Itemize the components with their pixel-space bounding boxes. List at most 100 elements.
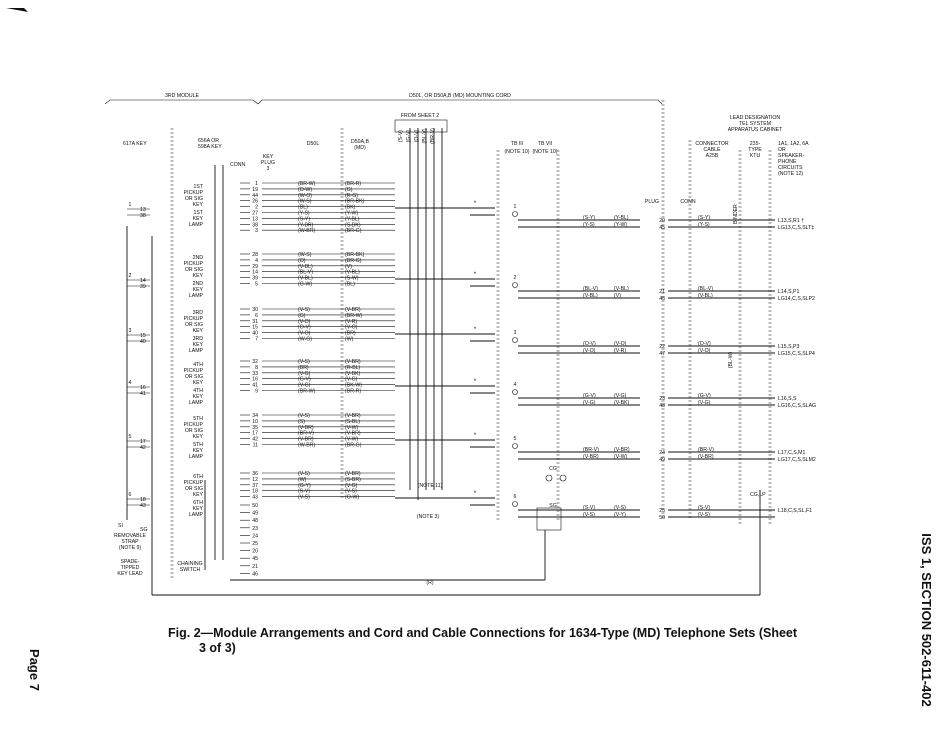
d50l-lead-3-1: (BR) bbox=[298, 365, 309, 371]
tb-num-0: 1 bbox=[514, 204, 517, 210]
d50l-lead-3-2: (V-G) bbox=[298, 371, 311, 377]
d50a-lead-2-1: (BR-W) bbox=[345, 313, 363, 319]
key-num-0: 1 bbox=[129, 202, 132, 208]
plug-lead-5-a: (S-V) bbox=[583, 505, 595, 511]
star-marker-4: * bbox=[474, 432, 477, 439]
extra-pin-7: 45 bbox=[252, 556, 258, 562]
d50l-lead-4-0: (V-S) bbox=[298, 413, 310, 419]
binder-label: BINDER bbox=[733, 204, 739, 224]
pin-0-6: 13 bbox=[252, 216, 258, 222]
d50a-lead-0-6: (Y-BL) bbox=[345, 216, 360, 222]
d50l-lead-0-3: (W-S) bbox=[298, 199, 312, 205]
plug-lead2-5-a: (V-S) bbox=[614, 505, 626, 511]
plug-lead2-2-b: (V-R) bbox=[614, 348, 626, 354]
extra-pin-3: 23 bbox=[252, 526, 258, 532]
d50l-lead-5-4: (V-S) bbox=[298, 495, 310, 501]
conn-pin-2-a: 22 bbox=[659, 344, 665, 350]
plug-lead-3-b: (V-G) bbox=[583, 400, 596, 406]
pin-2-3: 15 bbox=[252, 325, 258, 331]
tb-terminal-5 bbox=[512, 501, 518, 507]
key-pin-3-b: 41 bbox=[140, 391, 146, 397]
d50a-lead-0-1: (G) bbox=[345, 187, 353, 193]
plug-lead2-0-b: (Y-W) bbox=[614, 222, 627, 228]
key-pin-0-a: 13 bbox=[140, 207, 146, 213]
cab-lead-5-b: (V-S) bbox=[698, 512, 710, 518]
pin-2-2: 31 bbox=[252, 319, 258, 325]
extra-pin-9: 46 bbox=[252, 571, 258, 577]
bl-w-label: (BL-W) bbox=[728, 352, 734, 369]
d50a-lead-5-1: (S-BR) bbox=[345, 477, 361, 483]
conn-pin-0-b: 45 bbox=[659, 225, 665, 231]
d50a-lead-0-2: (R-G) bbox=[345, 193, 358, 199]
key-num-3: 4 bbox=[129, 380, 132, 386]
extra-pin-6: 20 bbox=[252, 549, 258, 555]
designation-5-0: L18,C,S,SL,F1 bbox=[778, 508, 812, 514]
designation-3-0: L16,S,S bbox=[778, 396, 797, 402]
tb-num-3: 4 bbox=[514, 382, 517, 388]
tb-terminal-0 bbox=[512, 211, 518, 217]
d50a-lead-4-1: (S-BL) bbox=[345, 419, 360, 425]
star-marker-0: * bbox=[474, 200, 477, 207]
d50a-lead-3-3: (V-G) bbox=[345, 377, 358, 383]
si-label: SI bbox=[118, 523, 123, 529]
r-label: (R) bbox=[426, 580, 433, 586]
d50l-lead-3-4: (V-G) bbox=[298, 383, 311, 389]
key-num-4: 5 bbox=[129, 434, 132, 440]
pin-3-1: 8 bbox=[255, 365, 258, 371]
d50a-lead-4-3: (V-BR) bbox=[345, 431, 361, 437]
key-pin-5-b: 43 bbox=[140, 503, 146, 509]
pin-0-5: 27 bbox=[252, 211, 258, 217]
cab-lead-0-b: (Y-S) bbox=[698, 222, 710, 228]
cab-lead-4-b: (V-BR) bbox=[698, 454, 714, 460]
d50a-lead-0-8: (BR-G) bbox=[345, 228, 362, 234]
d50ab-label: D50A,B(MD) bbox=[351, 139, 369, 151]
d50a-lead-2-5: (W) bbox=[345, 337, 354, 343]
cab-lead-4-a: (BR-V) bbox=[698, 447, 714, 453]
d50l-lead-1-5: (G-W) bbox=[298, 282, 312, 288]
tb-num-4: 5 bbox=[514, 436, 517, 442]
key-617a-label: 617A KEY bbox=[123, 141, 147, 147]
plug-lead-1-a: (BL-V) bbox=[583, 286, 598, 292]
conn-pin-4-b: 49 bbox=[659, 457, 665, 463]
pin-5-4: 43 bbox=[252, 495, 258, 501]
d50a-lead-1-2: (V) bbox=[345, 264, 352, 270]
extra-pin-0: 50 bbox=[252, 503, 258, 509]
plug-lead-5-b: (V-S) bbox=[583, 512, 595, 518]
sg-label: SG bbox=[549, 503, 557, 509]
cab-lead-3-b: (V-G) bbox=[698, 400, 711, 406]
designation-3-1: LG16,C,S,SLAG bbox=[778, 403, 816, 409]
pin-3-0: 32 bbox=[252, 359, 258, 365]
pin-0-2: 44 bbox=[252, 193, 258, 199]
plug-lead2-3-b: (V-BK) bbox=[614, 400, 630, 406]
d50l-lead-5-0: (V-S) bbox=[298, 471, 310, 477]
conn-pin-1-b: 46 bbox=[659, 296, 665, 302]
sg-small-label: SG bbox=[140, 527, 148, 533]
plug-lead2-1-b: (V) bbox=[614, 293, 621, 299]
note3-label: (NOTE 3) bbox=[417, 514, 439, 520]
d50l-lead-4-5: (W-BR) bbox=[298, 443, 315, 449]
designation-2-0: L15,S,P3 bbox=[778, 344, 799, 350]
pin-4-1: 10 bbox=[252, 419, 258, 425]
d50l-lead-3-3: (G-V) bbox=[298, 377, 311, 383]
note11-label: (NOTE 11) bbox=[418, 483, 443, 489]
plug-lead-0-a: (S-Y) bbox=[583, 215, 595, 221]
pin-1-5: 5 bbox=[255, 282, 258, 288]
pin-5-3: 18 bbox=[252, 489, 258, 495]
designation-0-0: L13,S,R1 † bbox=[778, 218, 804, 224]
pin-3-2: 33 bbox=[252, 371, 258, 377]
cab-lead-1-a: (BL-V) bbox=[698, 286, 713, 292]
plug-lead2-4-b: (V-W) bbox=[614, 454, 628, 460]
d50l-lead-2-2: (V-O) bbox=[298, 319, 311, 325]
tb-terminal-1 bbox=[512, 282, 518, 288]
d50l-lead-0-0: (BR-W) bbox=[298, 181, 316, 187]
